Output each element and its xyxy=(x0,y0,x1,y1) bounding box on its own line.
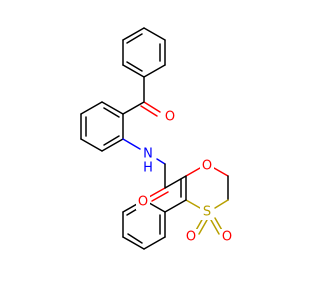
label-background xyxy=(200,158,214,174)
sulfur-label: S xyxy=(203,205,211,220)
ketone-oxygen-label: O xyxy=(165,110,175,125)
label-background xyxy=(163,108,177,124)
bond xyxy=(164,175,187,189)
bond xyxy=(80,138,103,152)
bond xyxy=(210,219,220,235)
sulfonyl-oxygen-label: O xyxy=(186,230,196,245)
bond xyxy=(103,107,120,118)
amide-nitrogen-label: N xyxy=(143,147,153,162)
bond xyxy=(126,33,143,44)
bond xyxy=(80,101,103,115)
bond xyxy=(148,187,166,198)
label-background xyxy=(200,204,214,220)
bond xyxy=(127,233,143,244)
bond xyxy=(156,158,166,165)
sulfonyl-oxygen-label: O xyxy=(222,230,232,245)
bond xyxy=(143,101,161,113)
label-background xyxy=(136,194,150,210)
bond xyxy=(140,105,158,117)
atom-labels: O N H O O S O O xyxy=(136,108,234,245)
label-background xyxy=(141,146,155,162)
bond xyxy=(126,61,143,72)
bond xyxy=(122,64,145,78)
bond xyxy=(214,199,229,209)
bond xyxy=(122,101,145,115)
bond xyxy=(213,167,229,177)
bond xyxy=(122,138,141,150)
bond xyxy=(164,199,187,213)
bond xyxy=(101,138,124,152)
bond xyxy=(143,236,166,250)
bond xyxy=(185,199,201,209)
molecule-canvas: O N H O O S O O xyxy=(80,27,234,250)
structure-drawing: O N H O O S O O xyxy=(80,27,234,250)
bond xyxy=(122,27,145,41)
amide-hydrogen-label: H xyxy=(143,161,153,176)
bond xyxy=(185,167,201,177)
bond xyxy=(198,219,208,235)
ring-oxygen-label: O xyxy=(202,159,212,174)
label-background xyxy=(220,229,234,245)
bond xyxy=(143,64,166,78)
amide-oxygen-label: O xyxy=(138,195,148,210)
bond xyxy=(103,135,120,146)
label-background xyxy=(184,229,198,245)
bond xyxy=(122,236,145,250)
bond xyxy=(101,101,124,115)
bond xyxy=(143,27,166,41)
bond xyxy=(151,191,169,202)
